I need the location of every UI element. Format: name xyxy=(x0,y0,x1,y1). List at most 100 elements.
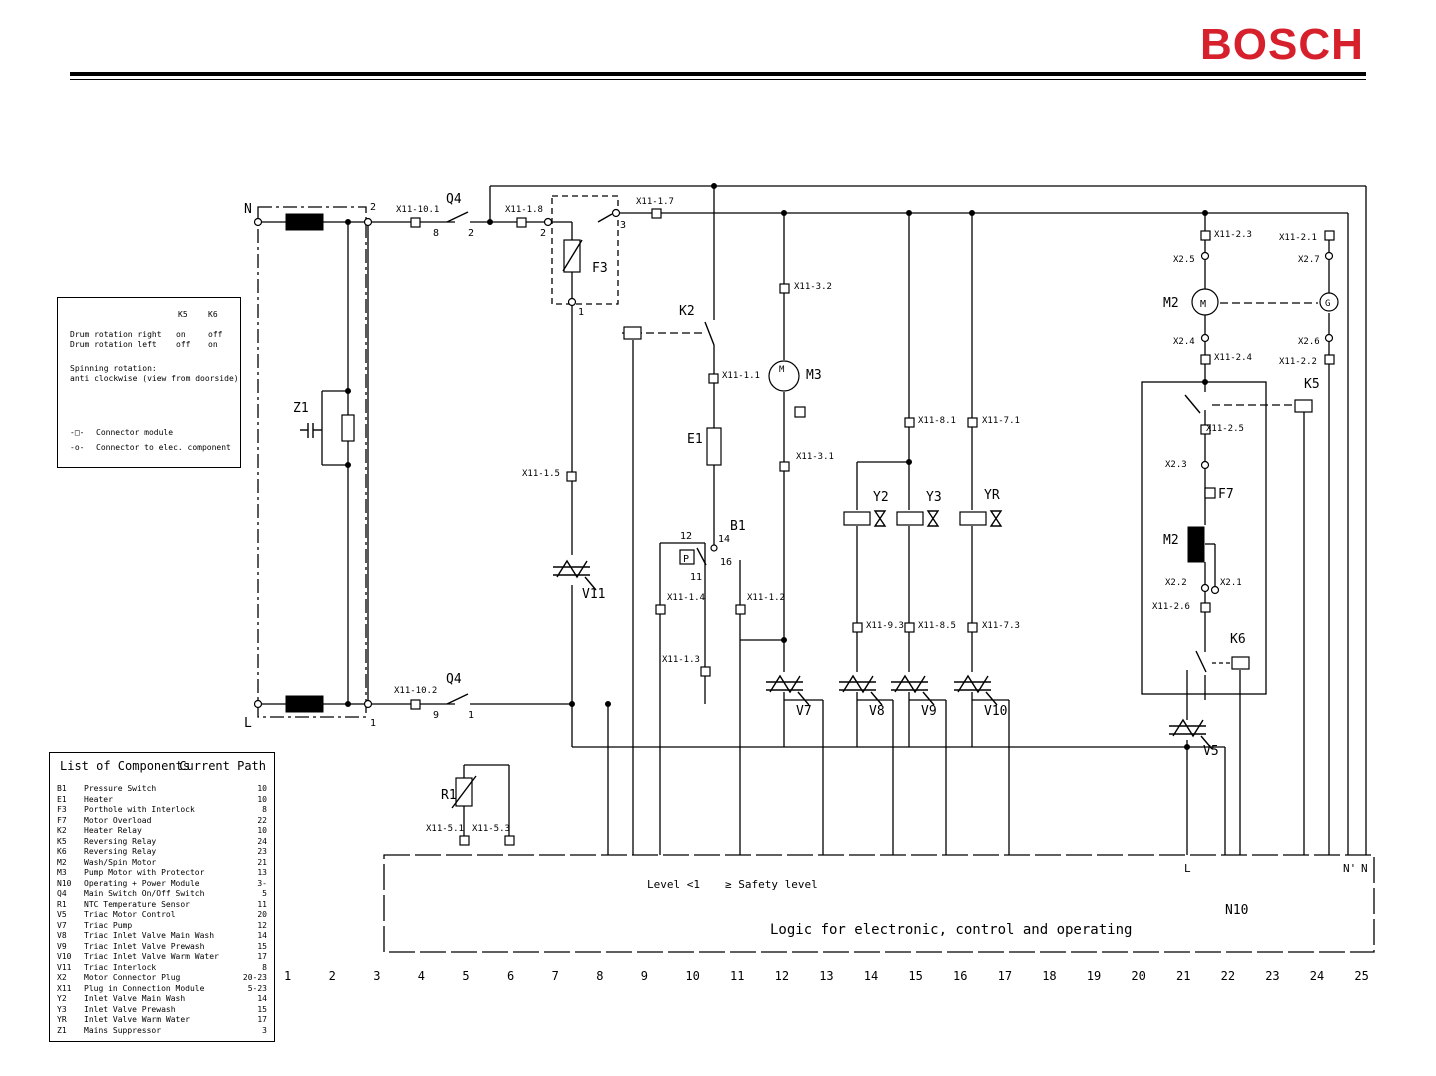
label-b1: B1 xyxy=(730,519,746,534)
triac-v11 xyxy=(553,559,597,591)
component-code: V10 xyxy=(57,952,72,961)
label-x11-1-2: X11-1.2 xyxy=(747,593,785,603)
label-b1-14: 14 xyxy=(718,534,730,545)
component-code: F3 xyxy=(57,805,67,814)
label-x11-1-5: X11-1.5 xyxy=(522,469,560,479)
label-x11-7-3: X11-7.3 xyxy=(982,621,1020,631)
path-number: 6 xyxy=(507,969,514,983)
header-rule-thin xyxy=(70,79,1366,80)
path-number: 10 xyxy=(685,969,699,983)
label-k5: K5 xyxy=(1304,377,1320,392)
path-number: 24 xyxy=(1310,969,1324,983)
label-v7: V7 xyxy=(796,704,812,719)
label-q4-1: 1 xyxy=(468,710,474,721)
label-level: Level <1 xyxy=(647,878,700,891)
component-desc: Triac Inlet Valve Prewash xyxy=(84,941,205,951)
component-desc: Porthole with Interlock xyxy=(84,805,195,814)
component-code: Z1 xyxy=(57,1025,67,1035)
label-b1-p: P xyxy=(683,554,689,565)
path-number: 22 xyxy=(1221,969,1235,983)
label-x11-2-1: X11-2.1 xyxy=(1279,233,1317,243)
label-m2-g: G xyxy=(1325,299,1330,309)
path-number: 18 xyxy=(1042,969,1056,983)
component-code: K5 xyxy=(57,836,67,846)
path-number: 12 xyxy=(775,969,789,983)
label-x2-6: X2.6 xyxy=(1298,337,1320,347)
component-desc: Triac Inlet Valve Warm Water xyxy=(84,952,219,961)
label-m3: M3 xyxy=(806,368,822,383)
path-number: 9 xyxy=(641,969,648,983)
label-x11-3-2: X11-3.2 xyxy=(794,282,832,292)
triac-v9 xyxy=(891,674,935,706)
label-k5: on xyxy=(176,330,186,339)
label-m2b: M2 xyxy=(1163,533,1179,548)
label-x11-2-6: X11-2.6 xyxy=(1152,602,1190,612)
component-desc: Inlet Valve Warm Water xyxy=(84,1015,190,1024)
component-path: 13 xyxy=(257,868,267,877)
label-m3-m: M xyxy=(779,365,785,375)
label-y2: Y2 xyxy=(873,490,889,505)
label-v11: V11 xyxy=(582,587,605,602)
component-desc: Triac Pump xyxy=(84,920,133,930)
label-spin-line1: Spinning rotation: xyxy=(70,364,157,373)
label-f3-1: 1 xyxy=(578,307,584,318)
component-desc: Operating + Power Module xyxy=(84,878,200,888)
component-desc: Pressure Switch xyxy=(84,784,157,793)
label-m2-m: M xyxy=(1200,299,1206,310)
label-b1-16: 16 xyxy=(720,557,732,568)
label-x11-1-1: X11-1.1 xyxy=(722,371,760,381)
label-x2-1: X2.1 xyxy=(1220,578,1242,588)
label-q4-8: 8 xyxy=(433,228,439,239)
component-code: Q4 xyxy=(57,889,67,898)
component-code: R1 xyxy=(57,899,67,909)
label-connector-module: Connector module xyxy=(96,428,174,437)
label-col-k5: K5 xyxy=(178,310,188,319)
component-code: X11 xyxy=(57,983,72,993)
label-x11-1-7: X11-1.7 xyxy=(636,197,674,207)
component-desc: Inlet Valve Prewash xyxy=(84,1004,176,1014)
path-number: 14 xyxy=(864,969,878,983)
component-list-title: List of Components xyxy=(60,759,191,773)
component-path: 20-23 xyxy=(242,973,267,982)
component-path: 5 xyxy=(262,889,267,898)
component-row: V10 Triac Inlet Valve Warm Water 17 xyxy=(57,951,267,962)
label-x11-2-2: X11-2.2 xyxy=(1279,357,1317,367)
path-number: 25 xyxy=(1354,969,1368,983)
component-path: 17 xyxy=(257,952,267,961)
component-path: 17 xyxy=(257,1015,267,1024)
label-x11-3-1: X11-3.1 xyxy=(796,452,834,462)
label-x11-1-3: X11-1.3 xyxy=(662,655,700,665)
label-l: L xyxy=(244,716,252,731)
component-desc: Reversing Relay xyxy=(84,847,157,856)
label-x2-4: X2.4 xyxy=(1173,337,1195,347)
label-x2-2: X2.2 xyxy=(1165,578,1187,588)
triac-v10 xyxy=(954,674,998,706)
label-x2-7: X2.7 xyxy=(1298,255,1320,265)
component-desc: Heater xyxy=(84,794,113,804)
label-n: N xyxy=(244,202,252,217)
label-logic: Logic for electronic, control and operat… xyxy=(770,922,1132,938)
component-desc: Heater Relay xyxy=(84,826,142,835)
component-path: 15 xyxy=(257,1004,267,1014)
component-code: K2 xyxy=(57,826,67,835)
component-code: V11 xyxy=(57,962,72,972)
component-desc: Triac Interlock xyxy=(84,962,157,972)
component-desc: Pump Motor with Protector xyxy=(84,868,205,877)
component-code: B1 xyxy=(57,784,67,793)
label-x11-2-5: X11-2.5 xyxy=(1206,424,1244,434)
label-x11-9-3: X11-9.3 xyxy=(866,621,904,631)
